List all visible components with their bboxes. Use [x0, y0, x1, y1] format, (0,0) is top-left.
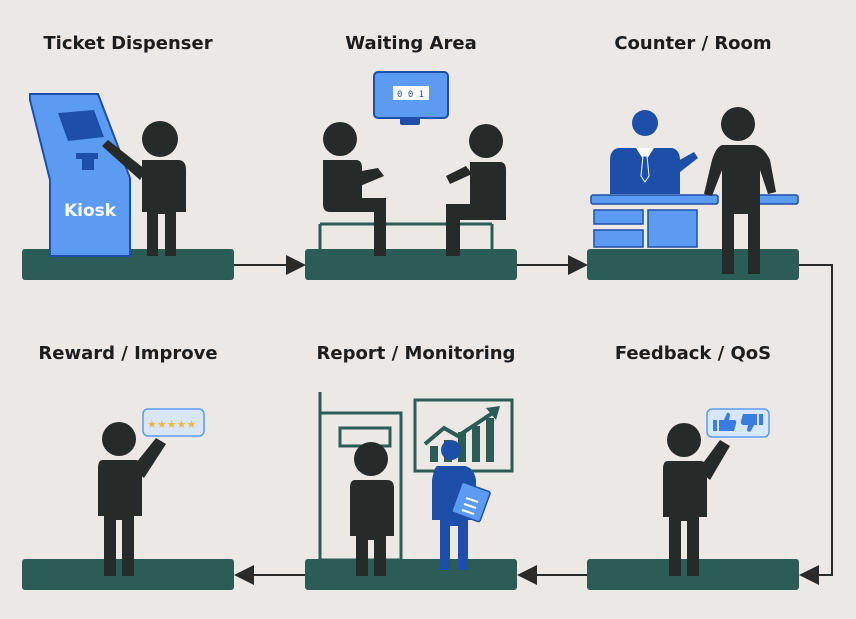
kiosk-machine: Kiosk [30, 94, 130, 256]
kiosk-label: Kiosk [64, 201, 117, 221]
platform-report-monitoring [305, 559, 517, 590]
person-rewarding [98, 422, 166, 576]
display-screen-text: 0 0 1 [397, 90, 424, 100]
platform-waiting-area [305, 249, 517, 280]
platform-counter-room [587, 249, 799, 280]
arrow-counter-to-feedback [799, 265, 832, 575]
customer-at-counter [704, 107, 776, 274]
waiting-bench [320, 224, 492, 250]
service-desk [591, 195, 798, 247]
person-giving-feedback [663, 423, 730, 576]
feedback-bubble [707, 409, 769, 437]
star-rating-bubble: ★★★★★ [143, 409, 204, 436]
clerk-behind-desk [610, 110, 698, 194]
seated-person-left [323, 122, 386, 256]
queue-display-screen: 0 0 1 [374, 72, 448, 125]
rating-stars: ★★★★★ [147, 418, 196, 431]
growth-chart-board [415, 400, 512, 471]
person-viewing-report [350, 442, 394, 576]
seated-person-right [446, 124, 506, 256]
